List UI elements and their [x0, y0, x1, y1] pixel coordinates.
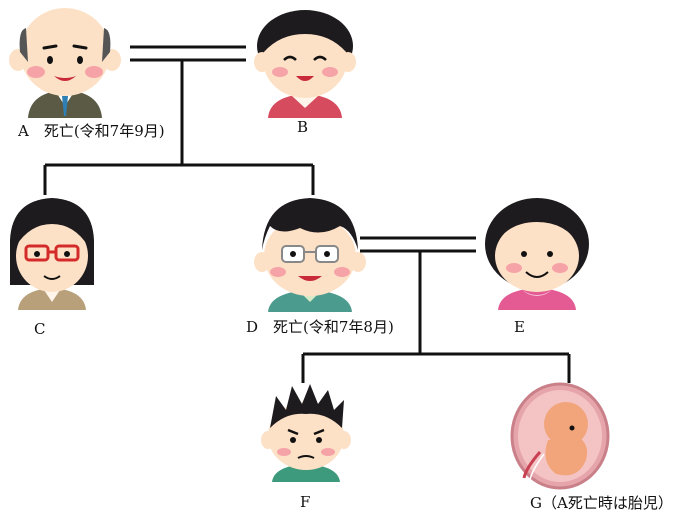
person-e-label: E [514, 318, 525, 336]
person-b-label: B [297, 118, 309, 136]
marriage-line-d-e [360, 236, 476, 253]
person-a-illustration [9, 8, 121, 118]
person-d-label: D 死亡(令和7年8月) [246, 318, 394, 336]
person-e-illustration [485, 198, 589, 310]
person-f-label: F [300, 493, 311, 511]
person-a-label: A 死亡(令和7年9月) [18, 122, 165, 140]
person-g-illustration [510, 382, 610, 490]
person-c-illustration [10, 198, 94, 310]
descent-line-ab-children [43, 60, 315, 195]
person-d-illustration [254, 198, 366, 312]
marriage-line-a-b [130, 45, 246, 62]
person-g-label: G（A死亡時は胎児） [530, 494, 673, 512]
person-f-illustration [261, 384, 351, 482]
person-b-illustration [254, 10, 356, 118]
descent-line-de-children [301, 251, 571, 383]
person-c-label: C [34, 320, 46, 338]
